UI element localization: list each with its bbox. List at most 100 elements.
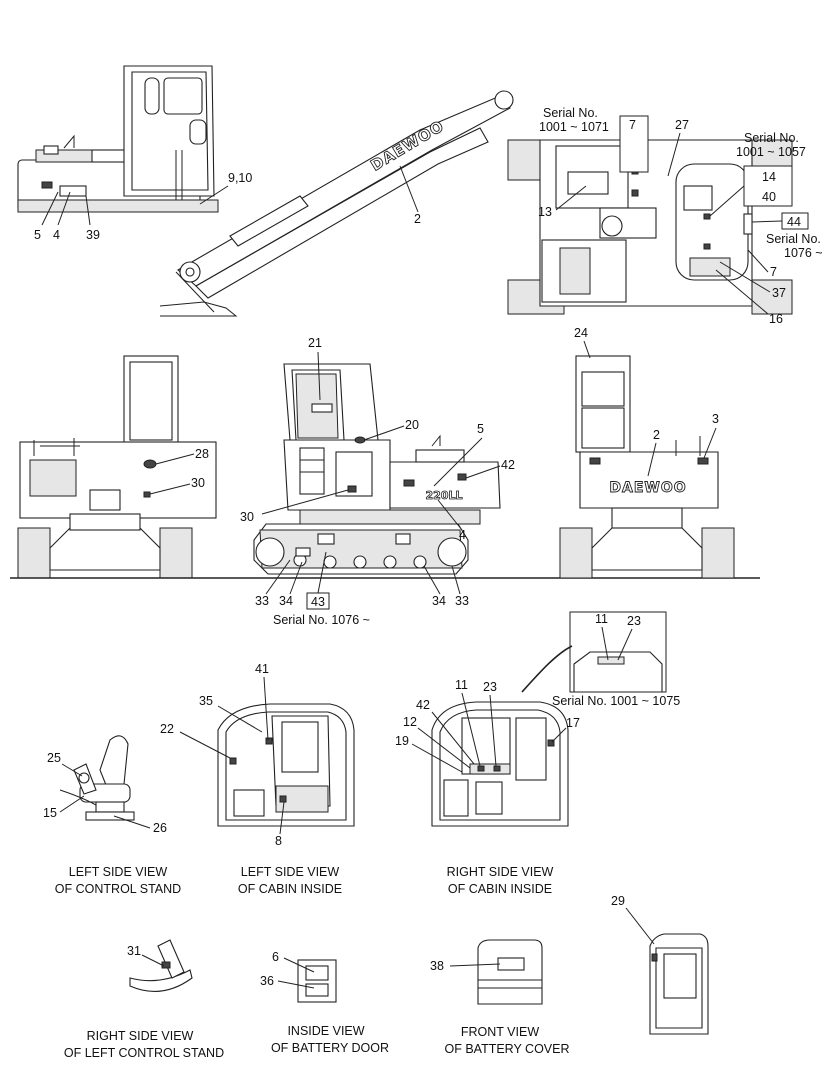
label-9-10: 9,10: [228, 171, 252, 185]
label-serial-1076-b: Serial No. 1076 ~: [273, 613, 370, 627]
label-21: 21: [308, 336, 322, 350]
label-12: 12: [403, 715, 417, 729]
caption-control-stand-line1: LEFT SIDE VIEW: [69, 865, 168, 879]
label-36: 36: [260, 974, 274, 988]
leader: [85, 195, 91, 226]
leader: [57, 191, 71, 226]
leader: [709, 185, 745, 217]
label-serial-1076-line1: Serial No.: [766, 232, 821, 246]
leader: [217, 705, 263, 733]
label-23b: 23: [483, 680, 497, 694]
callout-box-14-40: [743, 165, 793, 207]
left-control-stand-right-view: [129, 939, 193, 992]
label-40: 40: [762, 190, 776, 204]
label-2: 2: [414, 212, 421, 226]
leader: [647, 442, 657, 477]
label-4b: 4: [459, 528, 466, 542]
rear-view-left: [17, 355, 217, 579]
label-3: 3: [712, 412, 719, 426]
rear-brand-text: DAEWOO: [609, 480, 686, 496]
leader: [489, 694, 497, 767]
leader: [179, 731, 231, 759]
label-24: 24: [574, 326, 588, 340]
label-23: 23: [627, 614, 641, 628]
label-27: 27: [675, 118, 689, 132]
leader: [551, 727, 567, 743]
label-serial-1076-line2: 1076 ~: [784, 246, 823, 260]
label-13: 13: [538, 205, 552, 219]
label-29: 29: [611, 894, 625, 908]
leader: [363, 425, 405, 441]
label-11: 11: [595, 612, 608, 626]
label-30: 30: [191, 476, 205, 490]
leader: [555, 185, 587, 211]
leader: [399, 165, 419, 213]
leader: [199, 185, 229, 205]
caption-control-stand-line2: OF CONTROL STAND: [55, 882, 181, 896]
leader: [449, 963, 501, 967]
caption-battery-door-line1: INSIDE VIEW: [287, 1024, 364, 1038]
label-8: 8: [275, 834, 282, 848]
boom-arm-view: DAEWOO: [159, 90, 514, 317]
label-38: 38: [430, 959, 444, 973]
leader: [263, 676, 269, 741]
label-4: 4: [53, 228, 60, 242]
label-33b: 33: [455, 594, 469, 608]
leader: [283, 957, 315, 973]
leader: [41, 191, 59, 226]
leader: [265, 559, 291, 595]
leader: [141, 954, 165, 967]
label-43: 43: [311, 595, 325, 609]
label-30a: 30: [240, 510, 254, 524]
label-serial-1001-1071-line2: 1001 ~ 1071: [539, 120, 609, 134]
leader: [261, 489, 349, 515]
leader: [583, 340, 591, 359]
label-serial-1001-1075: Serial No. 1001 ~ 1075: [552, 694, 680, 708]
label-19: 19: [395, 734, 409, 748]
label-42b: 42: [416, 698, 430, 712]
caption-cabin-left-line2: OF CABIN INSIDE: [238, 882, 342, 896]
label-31: 31: [127, 944, 141, 958]
label-39: 39: [86, 228, 100, 242]
label-2b: 2: [653, 428, 660, 442]
leader: [667, 132, 681, 177]
leader: [601, 626, 609, 661]
caption-battery-door-line2: OF BATTERY DOOR: [271, 1041, 389, 1055]
label-26: 26: [153, 821, 167, 835]
leader: [423, 565, 441, 595]
leader: [747, 249, 769, 273]
upper-structure-side-view: [17, 65, 219, 213]
caption-cabin-right-line2: OF CABIN INSIDE: [448, 882, 552, 896]
label-41: 41: [255, 662, 269, 676]
leader: [715, 269, 769, 315]
leader: [751, 220, 783, 223]
label-35: 35: [199, 694, 213, 708]
label-5: 5: [34, 228, 41, 242]
leader: [431, 711, 475, 765]
label-44: 44: [787, 215, 801, 229]
leader: [417, 727, 471, 769]
top-view: [507, 139, 793, 315]
leader: [59, 795, 85, 813]
caption-battery-cover-line2: OF BATTERY COVER: [444, 1042, 569, 1056]
leader: [149, 483, 191, 495]
leader: [437, 499, 463, 531]
label-20: 20: [405, 418, 419, 432]
inset-pointer: [521, 645, 573, 693]
leader: [625, 907, 655, 945]
cabin-door-view: [649, 933, 709, 1035]
caption-left-control-stand-line2: OF LEFT CONTROL STAND: [64, 1046, 224, 1060]
label-22: 22: [160, 722, 174, 736]
label-17: 17: [566, 716, 580, 730]
leader: [317, 551, 327, 594]
leader: [61, 763, 83, 777]
leader: [113, 815, 151, 829]
inset-cabin-roof: [573, 651, 663, 693]
leader: [617, 628, 633, 661]
label-15: 15: [43, 806, 57, 820]
leader: [317, 351, 321, 401]
cabin-inside-right-view: [431, 701, 569, 827]
leader: [433, 437, 483, 487]
label-7b: 7: [770, 265, 777, 279]
caption-battery-cover-line1: FRONT VIEW: [461, 1025, 539, 1039]
